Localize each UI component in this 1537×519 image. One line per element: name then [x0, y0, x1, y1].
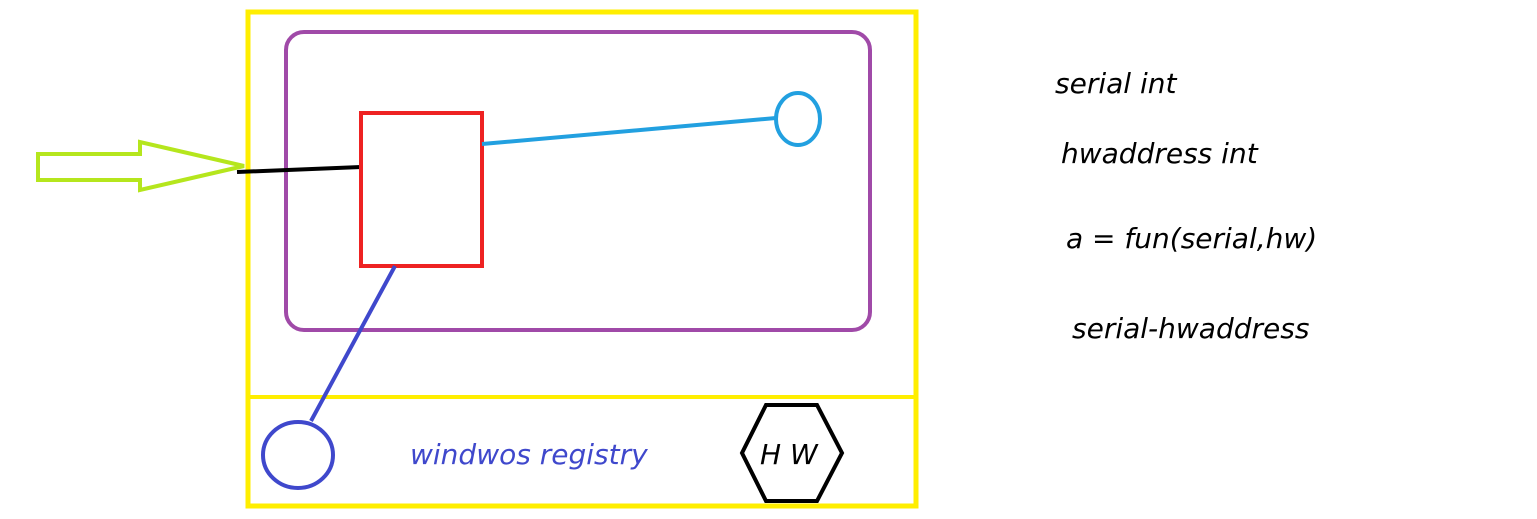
component-box: [359, 111, 484, 268]
registry-connector: [309, 265, 397, 422]
top-endpoint-circle-icon: [774, 91, 822, 147]
note-serial-hwaddress: serial-hwaddress: [1072, 312, 1310, 345]
hardware-label: H W: [760, 438, 819, 471]
registry-endpoint-circle-icon: [261, 420, 335, 490]
top-endpoint-connector: [481, 116, 777, 146]
input-connector: [236, 165, 362, 174]
note-function: a = fun(serial,hw): [1066, 222, 1318, 255]
hardware-hexagon-icon: [739, 403, 845, 503]
input-arrow-icon: [36, 139, 245, 193]
outer-frame: [245, 9, 919, 509]
note-serial-int: serial int: [1055, 67, 1177, 100]
registry-label: windwos registry: [410, 438, 648, 471]
note-hwaddress-int: hwaddress int: [1061, 137, 1258, 170]
inner-frame: [284, 30, 872, 332]
